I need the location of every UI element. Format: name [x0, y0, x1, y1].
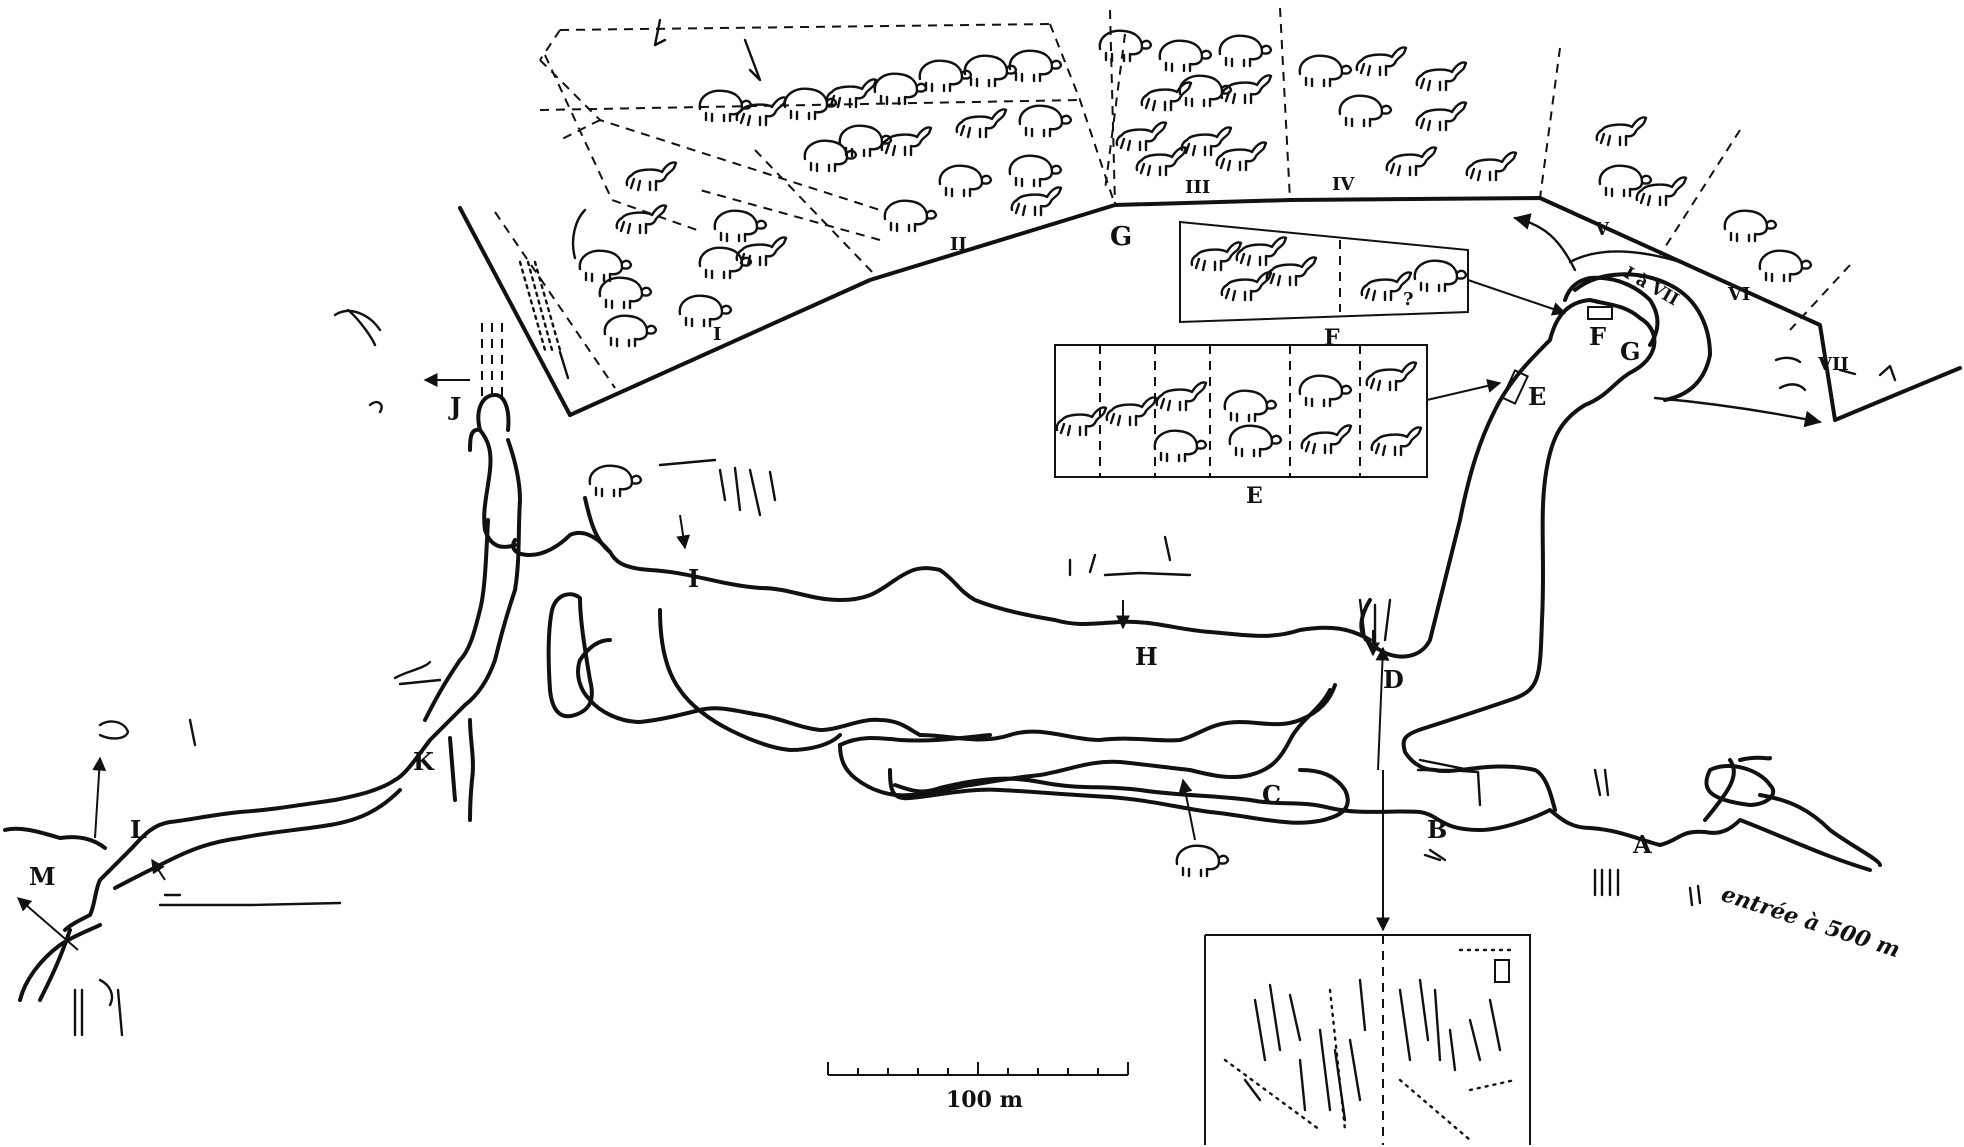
g-chamber: I à VII [1500, 250, 1712, 405]
finds-and-arrows [16, 308, 1702, 1037]
label-g-wall: G [1110, 222, 1132, 252]
sector-ii-label: II [950, 234, 967, 255]
marker-f [1587, 306, 1613, 320]
sector-iv-label: IV [1332, 174, 1355, 195]
panel-f-label: F [1324, 325, 1340, 351]
label-l: L [130, 815, 147, 844]
arrow-g-north [1513, 213, 1577, 272]
label-e: E [1528, 382, 1546, 411]
sector-labels: I II III IV V VI VII [713, 174, 1849, 375]
sector-vii-label: VII [1817, 354, 1849, 375]
panel-f-pointer [1467, 279, 1567, 316]
sector-wall [458, 7, 1962, 422]
scale-label: 100 m [946, 1087, 1023, 1113]
label-d: D [1383, 665, 1404, 694]
label-f: F [1589, 322, 1606, 351]
marker-e [1500, 369, 1530, 405]
label-h: H [1135, 642, 1158, 671]
sector-i-marks [518, 260, 570, 380]
panel-f-question: ? [1403, 289, 1414, 310]
arrow-b-panel [1375, 646, 1390, 771]
label-b: B [1427, 815, 1447, 844]
label-j: J [448, 392, 461, 421]
label-m: M [29, 862, 56, 891]
arrow-i [676, 514, 691, 550]
arrow-m [16, 897, 79, 951]
arrow-g-east [1653, 396, 1822, 428]
panel-e-label: E [1246, 483, 1263, 509]
sector-vi-label: VI [1727, 284, 1750, 305]
scale-bar: 100 m [827, 1062, 1129, 1113]
panel-f: ? F [1179, 220, 1469, 351]
label-c: C [1262, 780, 1281, 809]
label-i: I [688, 564, 699, 593]
panel-e: E [1054, 344, 1428, 509]
panel-e-pointer [1426, 379, 1502, 401]
panel-b [1204, 934, 1531, 1145]
label-g: G [1620, 337, 1641, 366]
arrow-l-lower [151, 858, 166, 881]
cave-outline [3, 298, 1882, 1002]
label-k: K [413, 747, 435, 776]
sector-figures [571, 18, 1897, 392]
entrance-label: entrée à 500 m [1718, 881, 1903, 963]
arrow-l [92, 756, 107, 839]
sector-i-label: I [713, 324, 721, 345]
arrow-c [1178, 778, 1196, 841]
label-a: A [1632, 830, 1652, 859]
sector-iii-label: III [1185, 177, 1210, 198]
point-labels: A B C D E F G H I J K L M [29, 322, 1652, 891]
sector-v-label: V [1594, 219, 1610, 240]
